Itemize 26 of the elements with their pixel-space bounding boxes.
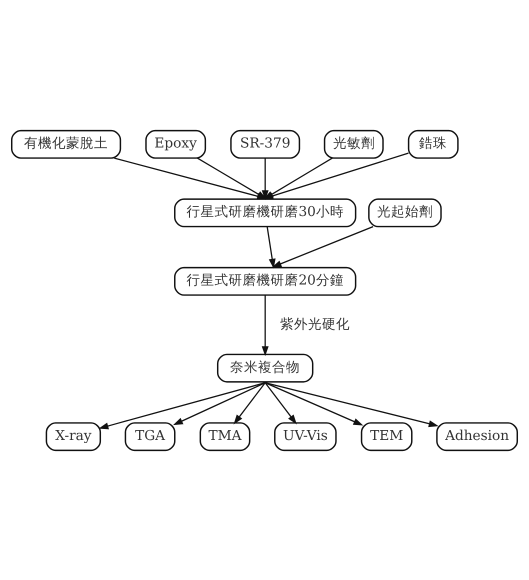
node-box: 行星式研磨機研磨30小時 xyxy=(174,198,356,227)
arrow xyxy=(272,226,374,267)
node-box: Adhesion xyxy=(436,422,518,451)
node-box: 奈米複合物 xyxy=(216,353,314,382)
arrow xyxy=(264,382,364,426)
arrow xyxy=(173,382,266,425)
node-box: 光敏劑 xyxy=(324,129,384,158)
arrow xyxy=(262,294,269,356)
arrow xyxy=(266,226,276,268)
arrow xyxy=(264,382,297,424)
node-box: TEM xyxy=(360,422,413,451)
node-box: 行星式研磨機研磨20分鐘 xyxy=(174,266,356,296)
node-box: 光起始劑 xyxy=(368,198,442,227)
arrow xyxy=(234,382,266,424)
arrow xyxy=(265,382,439,427)
node-box: TGA xyxy=(124,422,176,451)
node-box: X-ray xyxy=(46,422,102,451)
node-box: 有機化蒙脫土 xyxy=(10,129,122,158)
node-box: 鋯珠 xyxy=(408,129,459,158)
arrow xyxy=(98,382,266,429)
node-box: UV-Vis xyxy=(274,422,337,451)
node-box: SR-379 xyxy=(230,129,300,158)
edge-label: 紫外光硬化 xyxy=(280,316,350,332)
node-box: TMA xyxy=(200,422,250,451)
arrow xyxy=(262,158,269,200)
node-box: Epoxy xyxy=(145,129,206,158)
